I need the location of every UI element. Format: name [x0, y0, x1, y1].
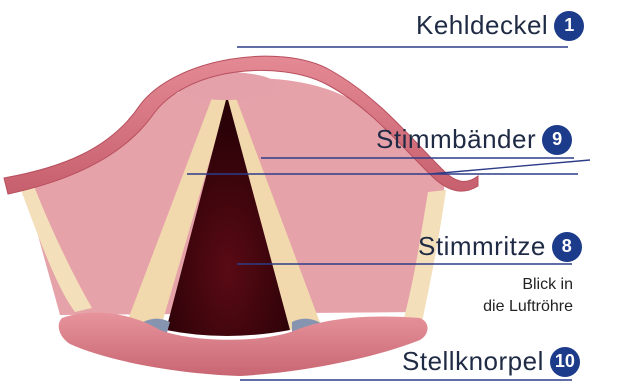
stimmritze-text: Stimmritze [418, 231, 546, 262]
airway-view-note: Blick in die Luftröhre [483, 274, 573, 318]
stimmbaender-text: Stimmbänder [376, 124, 536, 155]
stimmritze-label: Stimmritze 8 [418, 231, 582, 262]
stellknorpel-number-badge: 10 [550, 347, 580, 377]
stellknorpel-label: Stellknorpel 10 [402, 346, 580, 377]
stimmbaender-label: Stimmbänder 9 [376, 124, 572, 155]
stimmbaender-number-badge: 9 [542, 125, 572, 155]
kehldeckel-text: Kehldeckel [416, 10, 548, 41]
kehldeckel-number-badge: 1 [554, 11, 584, 41]
stimmbaender-leader-line-c [430, 160, 590, 174]
stellknorpel-text: Stellknorpel [402, 346, 544, 377]
kehldeckel-label: Kehldeckel 1 [416, 10, 584, 41]
airway-view-note-line1: Blick in [483, 274, 573, 296]
stimmritze-number-badge: 8 [552, 232, 582, 262]
airway-view-note-line2: die Luftröhre [483, 296, 573, 318]
